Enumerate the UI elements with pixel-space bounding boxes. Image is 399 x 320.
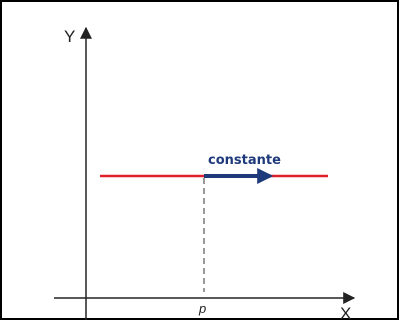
x-axis-label: X bbox=[340, 304, 351, 320]
vector-label: constante bbox=[208, 153, 281, 168]
y-axis-label: Y bbox=[64, 27, 75, 46]
p-label: p bbox=[198, 301, 206, 316]
